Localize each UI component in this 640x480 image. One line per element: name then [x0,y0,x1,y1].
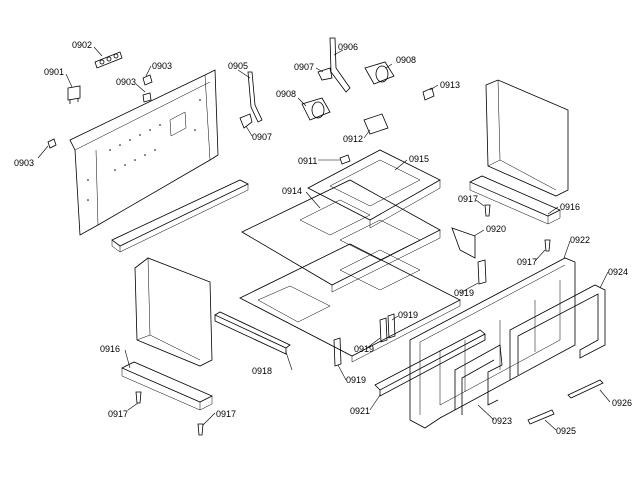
bracket-0919-b [379,317,388,343]
bar-0926 [567,379,604,399]
front-bottom-rail [374,329,486,397]
label-0903-b: 0903 [116,77,136,87]
screw-4 [197,423,204,436]
clip-0907 [239,113,253,129]
bracket-0919-c [387,313,396,339]
label-0901: 0901 [44,67,64,77]
left-bottom-rail [111,179,249,253]
label-0908-b: 0908 [396,55,416,65]
bar-0925 [527,409,555,425]
label-0920: 0920 [486,224,506,234]
clip-0913 [422,87,435,101]
switch-part [67,85,81,104]
label-0903-c: 0903 [14,158,34,168]
label-0917-c: 0917 [108,409,128,419]
label-0918: 0918 [252,366,272,376]
label-0903-a: 0903 [152,61,172,71]
label-0925: 0925 [556,426,576,436]
label-0919-a: 0919 [454,288,474,298]
part-labels: 0902 0901 0903 0903 0903 0905 0906 0907 … [14,40,632,436]
clip-part-2 [142,92,152,103]
screw-2 [544,239,551,252]
label-0906: 0906 [338,42,358,52]
label-0923: 0923 [492,416,512,426]
bottom-panel [239,243,461,363]
clip-0907b [317,67,333,81]
label-0914: 0914 [282,186,302,196]
label-0924: 0924 [608,267,628,277]
label-0911: 0911 [298,156,317,166]
bracket-0920 [451,227,476,259]
label-0917-a: 0917 [458,194,478,204]
u-tube-0923 [454,344,503,415]
tube-0905 [247,71,263,123]
label-0916-b: 0916 [100,344,120,354]
label-0915: 0915 [409,154,429,164]
valve-left [301,97,331,121]
label-0917-b: 0917 [517,257,537,267]
bracket-0919-d [333,337,342,367]
label-0917-d: 0917 [216,409,236,419]
label-0921: 0921 [350,406,370,416]
label-0922: 0922 [570,235,590,245]
label-0907-b: 0907 [252,132,272,142]
label-0926: 0926 [612,398,632,408]
label-0908-a: 0908 [276,89,296,99]
label-0919-c: 0919 [354,344,374,354]
label-0919-d: 0919 [346,375,366,385]
left-side-panel [134,257,213,367]
screw-1 [484,204,491,217]
right-bottom-rail [469,175,561,225]
terminal-block [94,51,123,69]
right-side-panel [485,79,569,197]
label-0916-a: 0916 [560,202,580,212]
label-0907-a: 0907 [294,62,314,72]
label-0919-b: 0919 [398,310,418,320]
screw-3 [135,391,142,404]
leader-lines [37,46,611,431]
label-0912: 0912 [343,134,363,144]
bracket-0919-a [477,259,487,285]
front-frame [409,257,576,429]
front-strip [214,311,291,355]
valve-right [364,61,395,85]
label-0905: 0905 [228,61,248,71]
label-0902: 0902 [72,40,92,50]
part-0911 [339,154,351,165]
clip-part-1 [142,74,153,86]
burner-tray [307,149,441,229]
bracket-0912 [363,113,389,135]
rear-panel [69,69,219,236]
left-lower-rail [121,361,213,411]
rod-0924 [509,284,606,380]
label-0913: 0913 [440,80,460,90]
clip-part-3 [47,138,57,149]
